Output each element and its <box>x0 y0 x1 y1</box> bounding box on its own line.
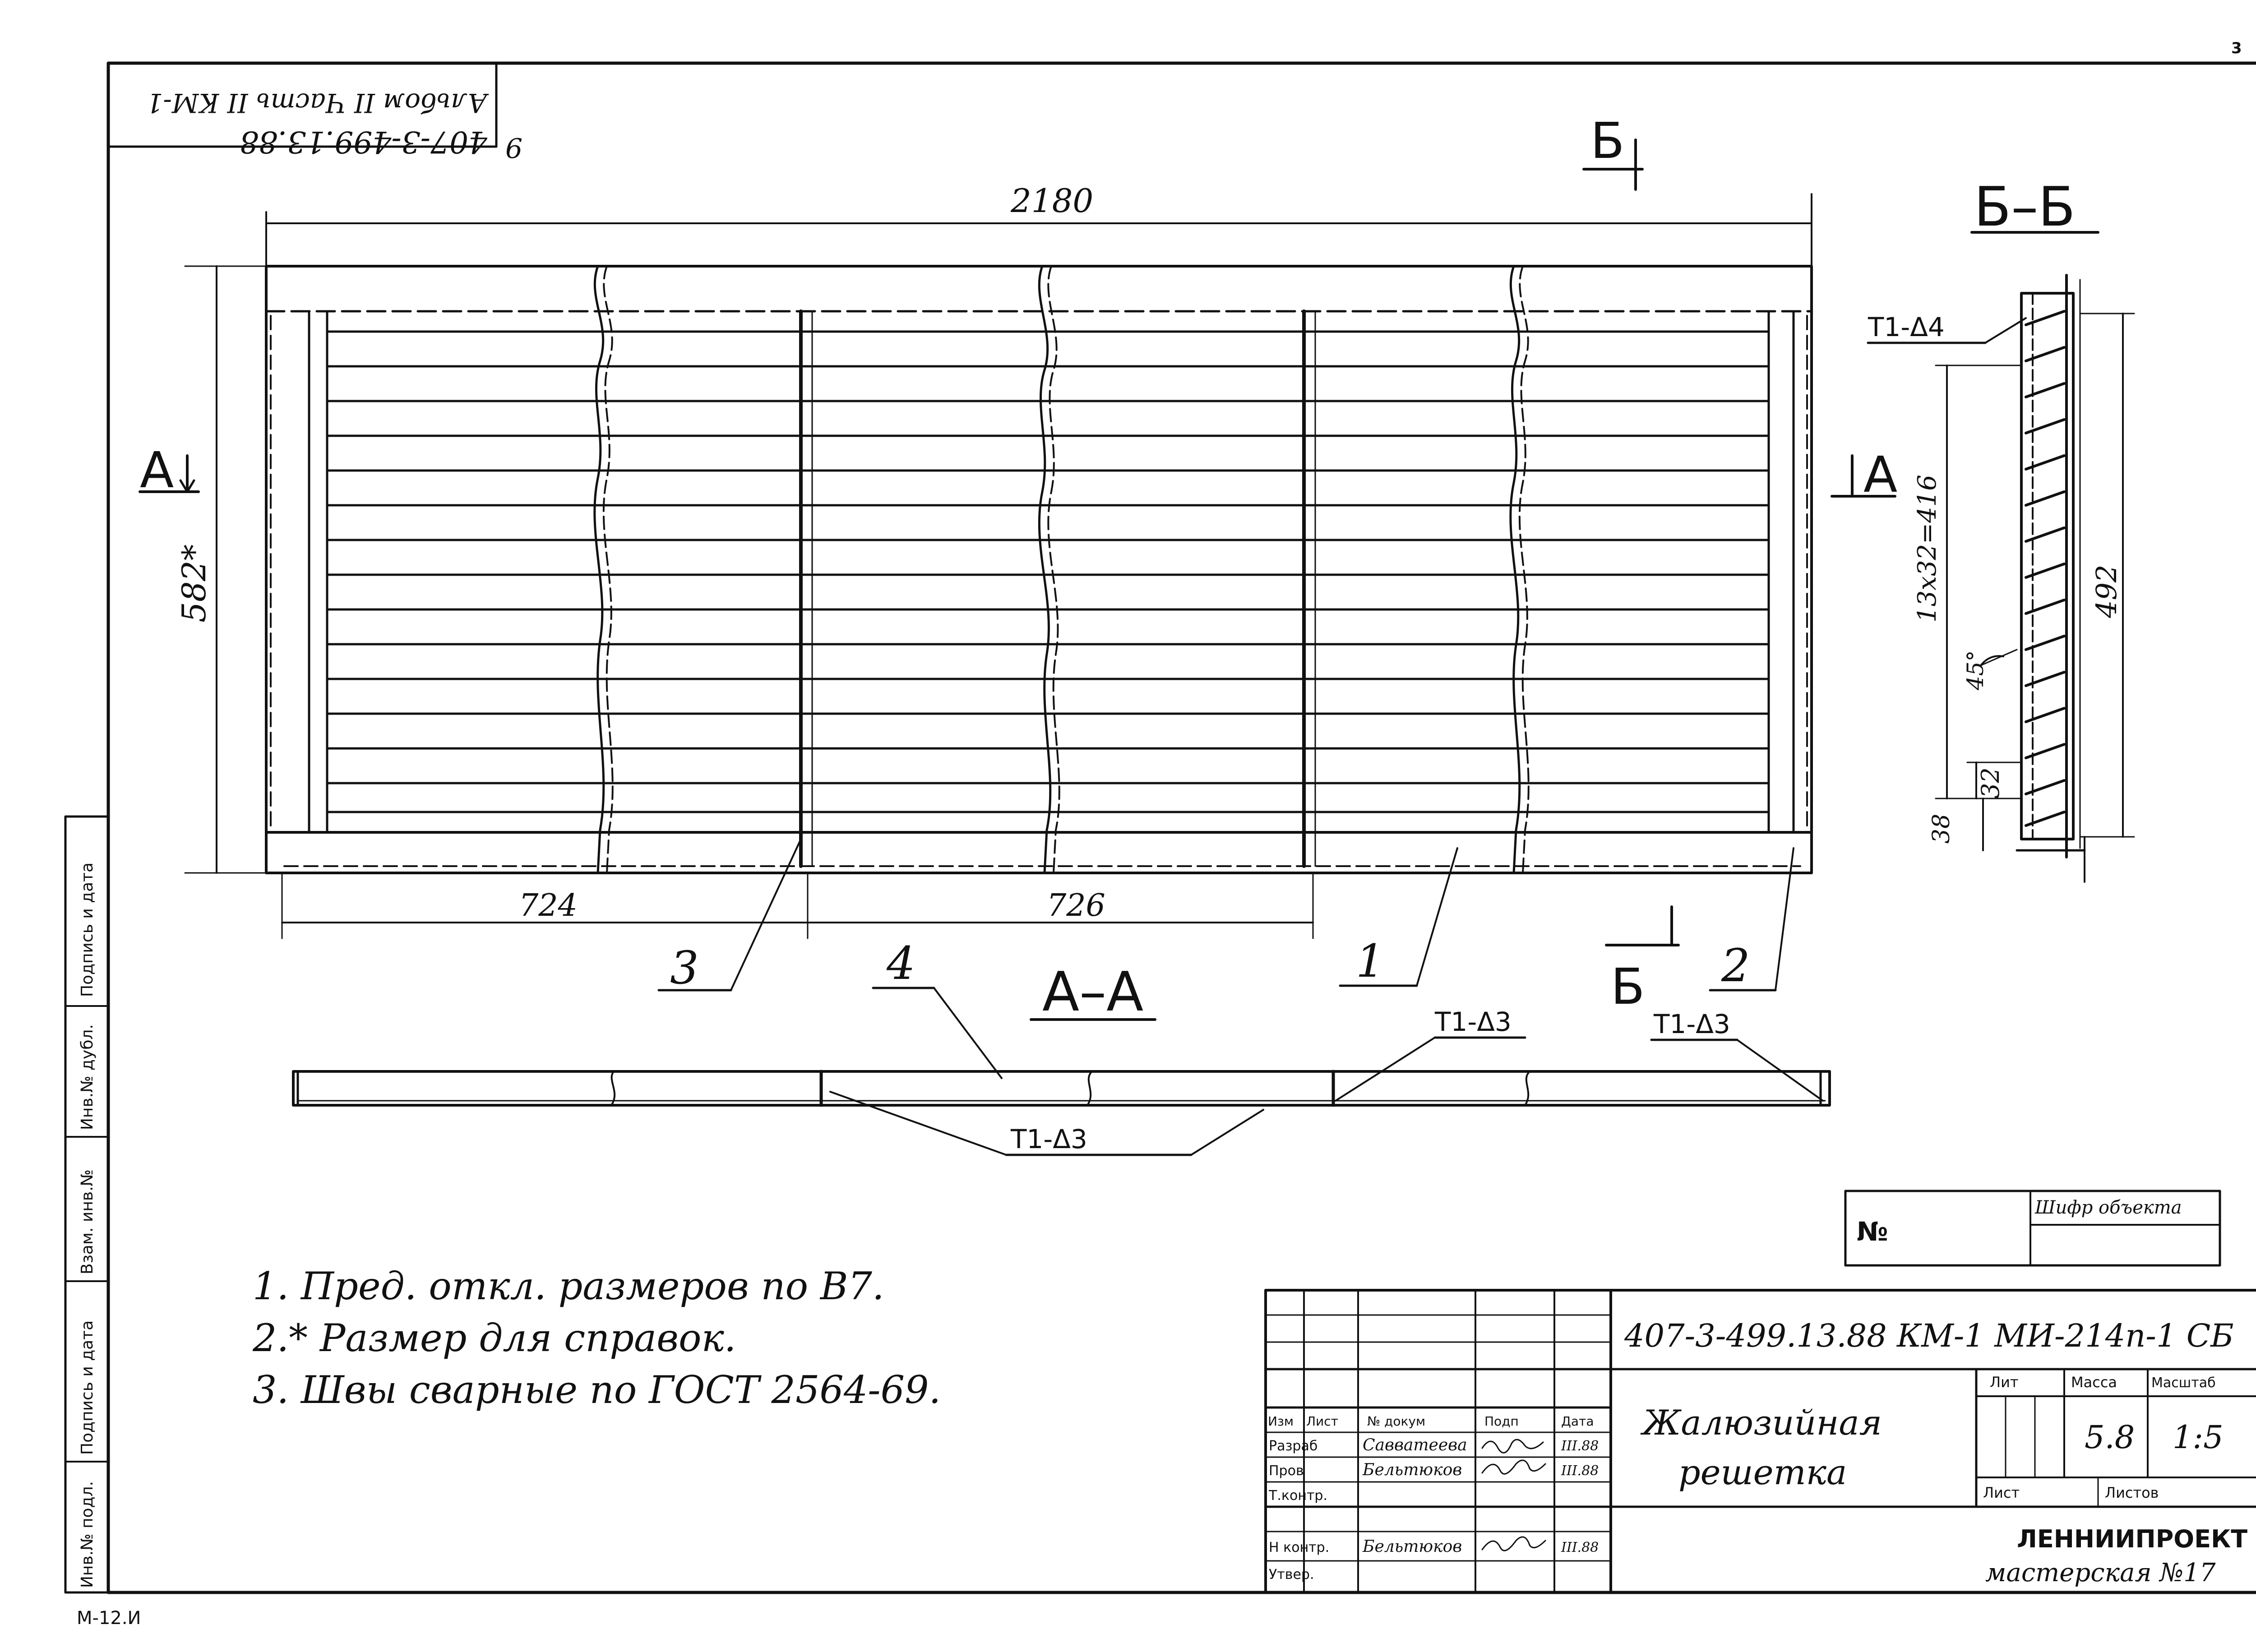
dim-section-height: 492 <box>2090 565 2123 618</box>
note-1: 1. Пред. откл. размеров по В7. <box>253 1264 884 1308</box>
tb-row-name-0: Савватеева <box>1363 1436 1467 1454</box>
cut-a-right-letter: А <box>1863 446 1897 503</box>
tb-row-date-0: III.88 <box>1561 1438 1599 1454</box>
tb-org-line2: мастерская №17 <box>1985 1558 2216 1587</box>
section-bb-slat-hatch <box>2025 310 2066 827</box>
tb-row-date-3: III.88 <box>1561 1540 1599 1555</box>
corner-stamp: 407-3-499.13.88 Альбом II Часть II КМ-1 <box>107 62 498 159</box>
tb-row-role-2: Т.контр. <box>1268 1488 1327 1504</box>
object-no-label: № <box>1857 1216 1888 1247</box>
note-3: 3. Швы сварные по ГОСТ 2564-69. <box>253 1368 941 1412</box>
section-aa-title: А–А <box>1042 961 1143 1024</box>
weld-aa-far-right: T1-Δ3 <box>1653 1009 1730 1039</box>
side-stamp: Подпись и дата Инв.№ дубл. Взам. инв.№ П… <box>78 863 97 1588</box>
tb-scale-label: Масштаб <box>2151 1375 2216 1391</box>
support-bars <box>799 309 1316 868</box>
tb-row-name-3: Бельтюков <box>1362 1537 1462 1556</box>
tb-sheet-label: Лист <box>1983 1484 2020 1501</box>
tb-row-name-1: Бельтюков <box>1362 1461 1462 1479</box>
cut-marker-b-top: Б <box>1582 112 1644 191</box>
cut-marker-b-bottom: Б <box>1605 905 1680 1015</box>
signature-2 <box>1481 1459 1546 1475</box>
cut-marker-a-left: А <box>139 441 200 499</box>
dim-slat-pitch-total: 13x32=416 <box>1913 475 1942 623</box>
tb-row-role-4: Утвер. <box>1269 1567 1314 1583</box>
dim-mid-span: 726 <box>1047 888 1105 923</box>
dim-height: 582* <box>175 545 213 623</box>
tb-col-date: Дата <box>1561 1414 1594 1429</box>
tb-org-line1: ЛЕННИИПРОЕКТ <box>2017 1525 2247 1553</box>
object-code-label: Шифр объекта <box>2034 1197 2182 1218</box>
sheet-frame <box>64 61 2256 1594</box>
side-stamp-2: Взам. инв.№ <box>78 1169 97 1274</box>
tb-lit-label: Лит <box>1990 1374 2019 1391</box>
section-bb-title: Б–Б <box>1974 176 2076 239</box>
weld-aa-bottom: T1-Δ3 <box>1010 1124 1087 1154</box>
tb-name-line1: Жалюзийная <box>1640 1403 1882 1443</box>
part-callouts: 3 4 1 2 <box>657 838 1794 1079</box>
dim-overall-length: 2180 <box>1010 182 1093 220</box>
grille-plan-view <box>265 265 1813 874</box>
corner-stamp-line2: Альбом II Часть II КМ-1 <box>147 88 489 118</box>
side-stamp-1: Инв.№ дубл. <box>78 1024 97 1130</box>
tb-sheets-label: Листов <box>2105 1484 2159 1501</box>
side-stamp-0: Подпись и дата <box>78 863 97 997</box>
note-2: 2.* Размер для справок. <box>252 1316 736 1360</box>
cut-b-bottom-letter: Б <box>1611 958 1645 1015</box>
tb-row-role-1: Пров <box>1269 1463 1304 1479</box>
object-code-box: № Шифр объекта <box>1844 1190 2221 1267</box>
tb-col-doc: № докум <box>1367 1414 1425 1429</box>
tb-mass-label: Масса <box>2071 1374 2117 1391</box>
format-mark: М-12.И <box>77 1608 141 1629</box>
callout-2: 2 <box>1721 939 1750 992</box>
tb-mass-value: 5.8 <box>2085 1419 2135 1456</box>
tb-row-date-1: III.88 <box>1561 1463 1599 1479</box>
section-aa: А–А T1-Δ3 T1-Δ3 T1-Δ3 <box>292 961 1831 1156</box>
tb-name-line2: решетка <box>1678 1452 1847 1492</box>
section-bb: Б–Б 13x32=416 <box>1867 176 2135 883</box>
tb-row-role-3: Н контр. <box>1269 1540 1329 1555</box>
page-number: 3 <box>2231 39 2242 57</box>
signature-1 <box>1481 1439 1544 1454</box>
plan-section-mark: Б <box>1590 112 1624 170</box>
callout-4: 4 <box>886 937 915 990</box>
cut-a-left-letter: А <box>140 441 174 499</box>
corner-stamp-line1: 407-3-499.13.88 <box>240 125 488 159</box>
tb-col-izm: Изм <box>1268 1414 1294 1429</box>
dim-angle: 45° <box>1962 650 1988 691</box>
plan-dimensions: 2180 582* 724 726 <box>175 182 1812 939</box>
cut-marker-a-right: А <box>1831 446 1897 503</box>
side-stamp-3: Подпись и дата <box>78 1320 97 1455</box>
signature-3 <box>1481 1536 1546 1551</box>
callout-3: 3 <box>670 941 699 994</box>
tb-col-list: Лист <box>1306 1414 1338 1429</box>
dim-bottom-offset: 38 <box>1928 814 1955 844</box>
tb-col-sign: Подп <box>1484 1414 1519 1429</box>
break-lines <box>593 265 1530 874</box>
corner-mark: 6 <box>505 133 522 165</box>
tb-designation: 407-3-499.13.88 КМ-1 МИ-214п-1 СБ <box>1624 1317 2234 1354</box>
title-block: 407-3-499.13.88 КМ-1 МИ-214п-1 СБ Жалюзи… <box>1264 1289 2256 1594</box>
side-stamp-4: Инв.№ подл. <box>78 1481 97 1588</box>
weld-aa-right-upper: T1-Δ3 <box>1434 1006 1512 1037</box>
tb-row-role-0: Разраб <box>1269 1438 1318 1454</box>
callout-1: 1 <box>1356 935 1385 988</box>
dim-left-span: 724 <box>519 888 578 923</box>
weld-bb-top: T1-Δ4 <box>1868 312 1945 342</box>
tb-scale-value: 1:5 <box>2173 1419 2224 1456</box>
general-notes: 1. Пред. откл. размеров по В7. 2.* Разме… <box>252 1264 941 1412</box>
dim-pitch: 32 <box>1976 767 2005 798</box>
